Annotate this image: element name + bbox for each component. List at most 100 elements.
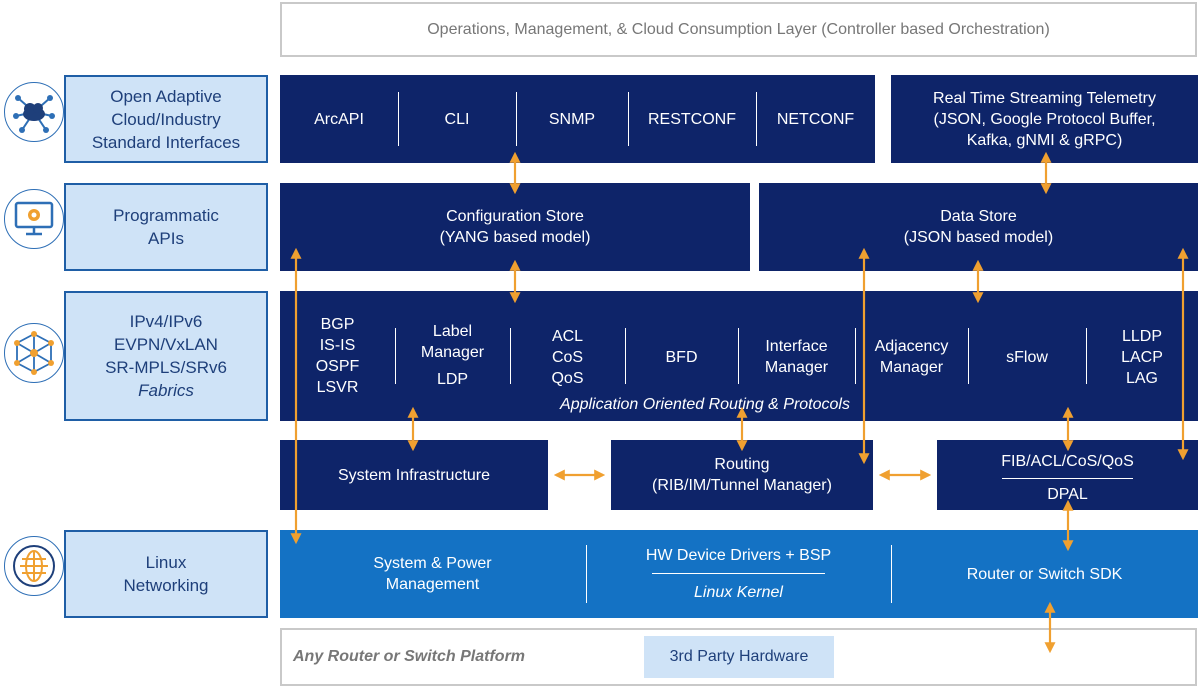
protocol-adjacency-manager: Adjacency Manager: [855, 318, 968, 396]
protocol-sflow: sFlow: [1006, 348, 1048, 366]
linux-text: Management: [385, 576, 480, 593]
interface-netconf: NETCONF: [776, 110, 855, 128]
routing-detail: (RIB/IM/Tunnel Manager): [652, 477, 832, 494]
divider: [1086, 328, 1087, 384]
telemetry-detail: (JSON, Google Protocol Buffer,: [933, 110, 1156, 128]
divider: [516, 92, 517, 146]
protocol-text: OSPF: [315, 358, 360, 375]
dpal-label: DPAL: [1047, 485, 1088, 503]
protocol-text: LSVR: [316, 379, 359, 396]
protocol-text: Interface: [765, 338, 828, 355]
routing-box: Routing (RIB/IM/Tunnel Manager): [611, 440, 873, 510]
routing-text: Routing (RIB/IM/Tunnel Manager): [611, 440, 873, 510]
hw-device-drivers: HW Device Drivers + BSP: [645, 546, 832, 564]
orchestration-layer: Operations, Management, & Cloud Consumpt…: [280, 2, 1197, 57]
divider: [891, 545, 892, 603]
interface-snmp: SNMP: [548, 110, 596, 128]
system-power-management: System & Power Management: [280, 530, 585, 618]
telemetry-title: Real Time Streaming Telemetry: [933, 89, 1156, 107]
configuration-store-title: Configuration Store: [446, 208, 584, 225]
orchestration-layer-label: Operations, Management, & Cloud Consumpt…: [427, 20, 1050, 38]
telemetry-text: Real Time Streaming Telemetry (JSON, Goo…: [891, 75, 1198, 163]
protocol-acl: ACL CoS QoS: [510, 318, 625, 396]
interface-arcapi: ArcAPI: [314, 110, 364, 128]
divider: [398, 92, 399, 146]
side-text: Linux: [145, 553, 187, 572]
globe-icon: [4, 536, 64, 596]
protocol-text: ACL: [551, 327, 584, 345]
monitor-gear-icon: [4, 189, 64, 249]
telemetry-box: Real Time Streaming Telemetry (JSON, Goo…: [891, 75, 1198, 163]
divider: [855, 328, 856, 384]
cloud-network-icon: [4, 82, 64, 142]
fib-label: FIB/ACL/CoS/QoS: [1001, 452, 1134, 470]
protocol-text: LAG: [1125, 369, 1158, 387]
protocol-lldp: LLDP LACP LAG: [1086, 318, 1198, 396]
divider: [586, 545, 587, 603]
side-text: Standard Interfaces: [91, 132, 241, 152]
protocol-text: LDP: [436, 370, 469, 388]
interface-restconf: RESTCONF: [648, 110, 736, 128]
divider: [395, 328, 396, 384]
divider: [1002, 478, 1133, 479]
divider: [756, 92, 757, 146]
data-store-text: Data Store (JSON based model): [759, 183, 1198, 271]
third-party-hardware-label: 3rd Party Hardware: [669, 648, 809, 665]
side-label-standard-interfaces: Open Adaptive Cloud/Industry Standard In…: [64, 75, 268, 163]
protocol-text: Adjacency: [874, 338, 949, 355]
protocol-text: Manager: [879, 359, 944, 376]
linux-text: System & Power: [373, 555, 492, 572]
configuration-store-text: Configuration Store (YANG based model): [280, 183, 750, 271]
protocol-bgp: BGP IS-IS OSPF LSVR: [280, 310, 395, 402]
protocol-text: Manager: [420, 343, 485, 361]
system-infrastructure-label: System Infrastructure: [337, 466, 491, 484]
side-text: APIs: [148, 229, 184, 248]
protocol-text: Manager: [764, 359, 829, 376]
divider: [652, 573, 825, 574]
side-label-linux-networking: Linux Networking: [64, 530, 268, 618]
side-text: EVPN/VxLAN: [114, 335, 218, 354]
side-text: Cloud/Industry: [111, 109, 221, 129]
protocol-text: LACP: [1121, 348, 1163, 366]
side-text: IPv4/IPv6: [129, 312, 203, 331]
protocol-bfd: BFD: [665, 348, 698, 366]
divider: [510, 328, 511, 384]
divider: [738, 328, 739, 384]
divider: [625, 328, 626, 384]
side-text: Open Adaptive: [110, 86, 222, 106]
data-store-title: Data Store: [940, 208, 1017, 225]
divider: [968, 328, 969, 384]
side-text: Programmatic: [113, 206, 219, 225]
router-switch-sdk: Router or Switch SDK: [966, 565, 1123, 583]
protocol-interface-manager: Interface Manager: [738, 318, 855, 396]
interface-cli: CLI: [444, 110, 470, 128]
data-store-model: (JSON based model): [903, 229, 1054, 246]
protocol-text: LLDP: [1121, 327, 1163, 345]
protocol-text: CoS: [551, 348, 584, 366]
protocols-caption: Application Oriented Routing & Protocols: [560, 395, 850, 413]
configuration-store: Configuration Store (YANG based model): [280, 183, 750, 271]
network-mesh-icon: [4, 323, 64, 383]
divider: [628, 92, 629, 146]
platform-label: Any Router or Switch Platform: [293, 648, 526, 665]
platform-layer: [280, 628, 1197, 686]
side-label-fabrics: IPv4/IPv6 EVPN/VxLAN SR-MPLS/SRv6 Fabric…: [64, 291, 268, 421]
linux-kernel-label: Linux Kernel: [694, 583, 783, 601]
third-party-hardware: 3rd Party Hardware: [644, 636, 834, 678]
protocol-text: Label: [432, 322, 473, 340]
side-text: Networking: [123, 576, 209, 595]
routing-title: Routing: [714, 456, 770, 473]
side-text: Fabrics: [138, 381, 194, 400]
interfaces-bar: [280, 75, 875, 163]
fib-dpal-box: FIB/ACL/CoS/QoS DPAL: [937, 440, 1198, 510]
side-label-programmatic-apis: Programmatic APIs: [64, 183, 268, 271]
protocol-text: IS-IS: [319, 337, 356, 354]
data-store: Data Store (JSON based model): [759, 183, 1198, 271]
configuration-store-model: (YANG based model): [439, 229, 591, 246]
protocol-text: BGP: [320, 316, 355, 333]
telemetry-detail: Kafka, gNMI & gRPC): [966, 131, 1123, 149]
side-text: SR-MPLS/SRv6: [105, 358, 227, 377]
system-infrastructure: System Infrastructure: [280, 440, 548, 510]
protocols-block: [280, 291, 1198, 421]
